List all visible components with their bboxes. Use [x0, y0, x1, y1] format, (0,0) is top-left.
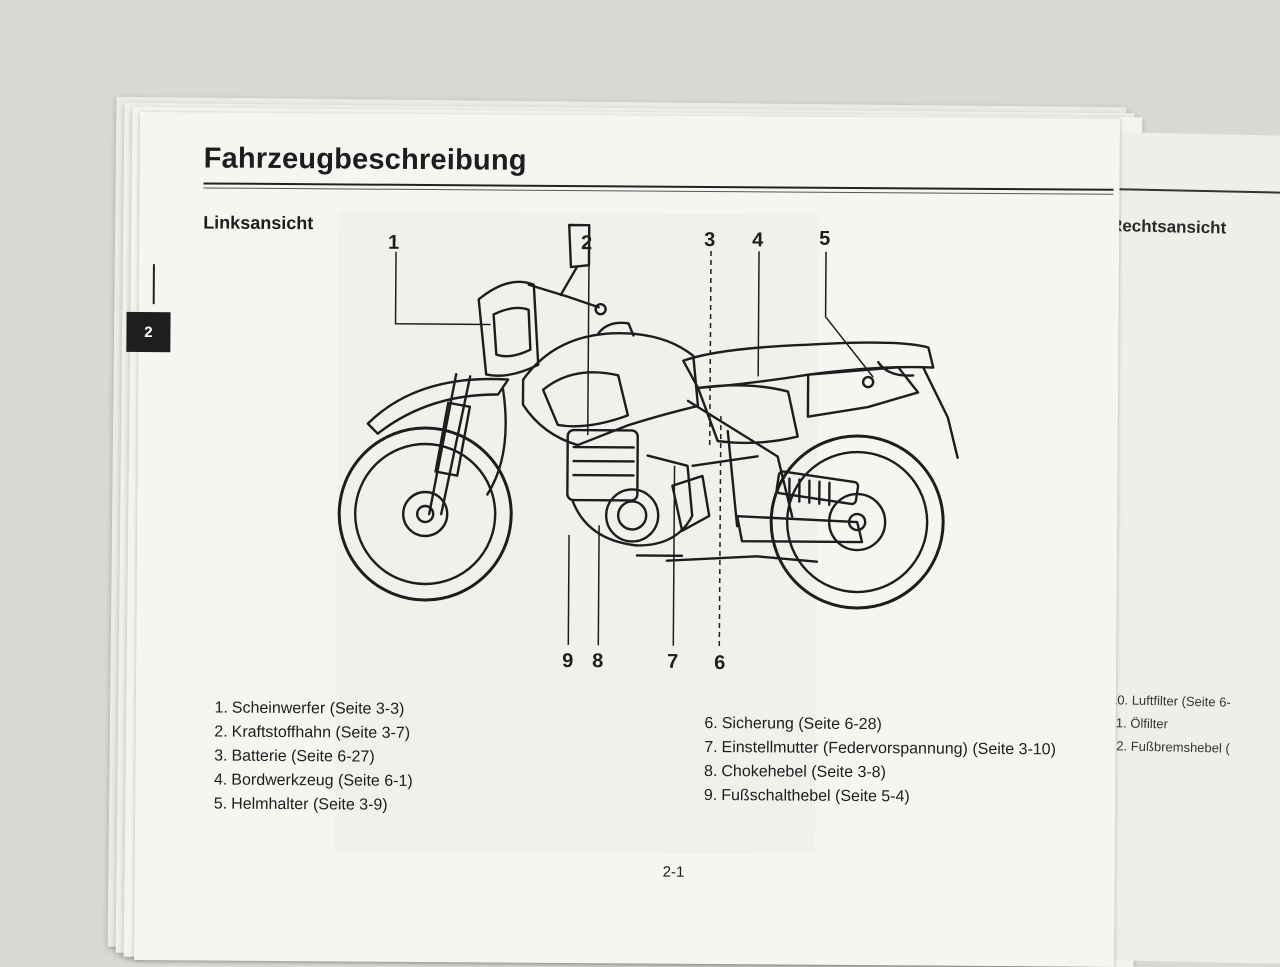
legend-text: Batterie (Seite 6-27)	[231, 747, 375, 766]
right-page-rule	[1110, 188, 1280, 194]
legend-number: 5.	[213, 795, 228, 813]
callout-4: 4	[752, 229, 764, 252]
legend-text: Chokehebel (Seite 3-8)	[721, 763, 887, 782]
legend-number: 3.	[214, 747, 228, 765]
callout-6: 6	[714, 652, 726, 675]
right-page: Rechtsansicht 10. Luftfilter (Seite 6- 1…	[1090, 132, 1280, 964]
callout-3: 3	[704, 228, 716, 252]
section-tab: 2	[126, 311, 171, 353]
callout-5: 5	[819, 227, 831, 250]
callout-8: 8	[592, 650, 604, 673]
right-legend-item: 12. Fußbremshebel (	[1108, 738, 1230, 756]
right-legend-item: 10. Luftfilter (Seite 6-	[1109, 692, 1231, 710]
legend-number: 7.	[704, 738, 718, 757]
legend-item: 6.Sicherung (Seite 6-28)	[696, 712, 1057, 739]
legend-left: 1.Scheinwerfer (Seite 3-3) 2.Kraftstoffh…	[205, 696, 413, 817]
legend-number: 1.	[214, 699, 228, 717]
section-marker	[152, 264, 155, 305]
legend-item: 9.Fußschalthebel (Seite 5-4)	[695, 784, 1056, 811]
legend-text: Sicherung (Seite 6-28)	[721, 715, 882, 734]
legend-text: Bordwerkzeug (Seite 6-1)	[231, 771, 413, 790]
legend-item: 1.Scheinwerfer (Seite 3-3)	[206, 696, 414, 721]
legend-number: 6.	[704, 714, 718, 733]
right-legend-item: 11. Ölfilter	[1109, 715, 1169, 732]
legend-item: 2.Kraftstoffhahn (Seite 3-7)	[206, 720, 414, 745]
legend-right: 6.Sicherung (Seite 6-28) 7.Einstellmutte…	[695, 712, 1056, 811]
legend-item: 4.Bordwerkzeug (Seite 6-1)	[205, 768, 413, 793]
legend-item: 5.Helmhalter (Seite 3-9)	[205, 792, 413, 817]
page-title: Fahrzeugbeschreibung	[203, 142, 527, 177]
legend-number: 9.	[703, 786, 718, 805]
legend-text: Kraftstoffhahn (Seite 3-7)	[231, 723, 411, 742]
legend-number: 4.	[213, 771, 228, 789]
right-page-heading: Rechtsansicht	[1109, 216, 1227, 238]
legend-text: Helmhalter (Seite 3-9)	[231, 795, 388, 814]
legend-number: 8.	[704, 762, 718, 781]
callout-2: 2	[581, 232, 593, 255]
legend-item: 8.Chokehebel (Seite 3-8)	[695, 760, 1056, 787]
manual-page: 2 Fahrzeugbeschreibung Linksansicht	[126, 112, 1120, 967]
legend-item: 3.Batterie (Seite 6-27)	[205, 744, 413, 769]
legend-number: 2.	[214, 723, 228, 741]
callout-7: 7	[667, 650, 679, 673]
callout-1: 1	[388, 231, 400, 254]
legend-text: Scheinwerfer (Seite 3-3)	[231, 699, 405, 718]
callout-9: 9	[562, 649, 574, 673]
title-rule	[203, 182, 1114, 191]
view-subtitle: Linksansicht	[203, 212, 314, 234]
legend-text: Fußschalthebel (Seite 5-4)	[721, 787, 910, 806]
motorcycle-diagram	[337, 223, 959, 647]
right-page-legend: 10. Luftfilter (Seite 6- 11. Ölfilter 12…	[1109, 688, 1231, 760]
page-number: 2-1	[662, 863, 685, 881]
legend-item: 7.Einstellmutter (Federvorspannung) (Sei…	[695, 736, 1056, 763]
legend-text: Einstellmutter (Federvorspannung) (Seite…	[721, 739, 1057, 759]
